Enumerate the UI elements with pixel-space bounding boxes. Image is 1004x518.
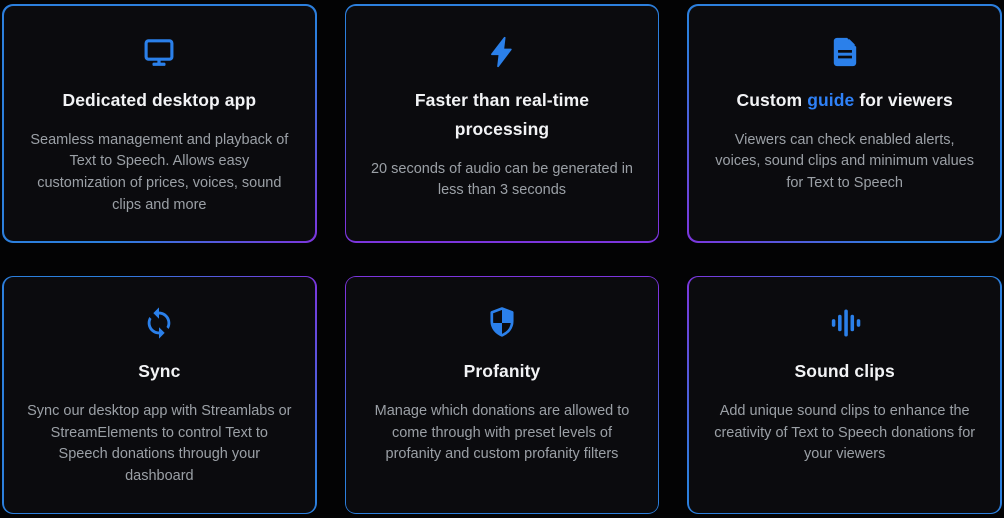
lightning-bolt-icon xyxy=(483,33,521,71)
card-description: Add unique sound clips to enhance the cr… xyxy=(714,403,976,463)
feature-card-fast-processing: Faster than real-time processing 20 seco… xyxy=(344,4,660,243)
title-text-before: Custom xyxy=(736,89,808,110)
guide-link[interactable]: guide xyxy=(807,89,855,110)
card-description: Viewers can check enabled alerts, voices… xyxy=(715,131,974,191)
sync-icon xyxy=(140,304,178,342)
card-description: Sync our desktop app with Streamlabs or … xyxy=(27,403,292,485)
card-description: 20 seconds of audio can be generated in … xyxy=(370,160,633,199)
card-title: Sync xyxy=(138,361,181,381)
card-title: Sound clips xyxy=(794,361,895,381)
feature-card-desktop-app: Dedicated desktop app Seamless managemen… xyxy=(2,4,317,243)
shield-icon xyxy=(483,304,521,342)
sound-clips-icon xyxy=(826,304,864,342)
feature-card-sound-clips: Sound clips Add unique sound clips to en… xyxy=(687,275,1002,514)
card-body: Sound clips Add unique sound clips to en… xyxy=(688,277,1001,513)
title-text-after: for viewers xyxy=(854,89,953,110)
feature-card-custom-guide: Custom guide for viewers Viewers can che… xyxy=(687,4,1002,243)
card-body: Profanity Manage which donations are all… xyxy=(346,277,658,513)
card-body: Dedicated desktop app Seamless managemen… xyxy=(3,5,316,241)
card-body: Custom guide for viewers Viewers can che… xyxy=(688,5,1001,241)
card-body: Sync Sync our desktop app with Streamlab… xyxy=(3,277,316,513)
card-description: Manage which donations are allowed to co… xyxy=(374,403,630,463)
card-description: Seamless management and playback of Text… xyxy=(30,131,289,213)
card-title: Profanity xyxy=(463,361,541,381)
document-icon xyxy=(826,33,864,71)
card-title: Dedicated desktop app xyxy=(62,89,257,110)
feature-card-profanity: Profanity Manage which donations are all… xyxy=(344,275,660,514)
card-title: Faster than real-time processing xyxy=(414,89,590,139)
feature-card-sync: Sync Sync our desktop app with Streamlab… xyxy=(2,275,317,514)
card-body: Faster than real-time processing 20 seco… xyxy=(346,5,658,241)
monitor-icon xyxy=(140,33,178,71)
card-title: Custom guide for viewers xyxy=(736,86,952,115)
